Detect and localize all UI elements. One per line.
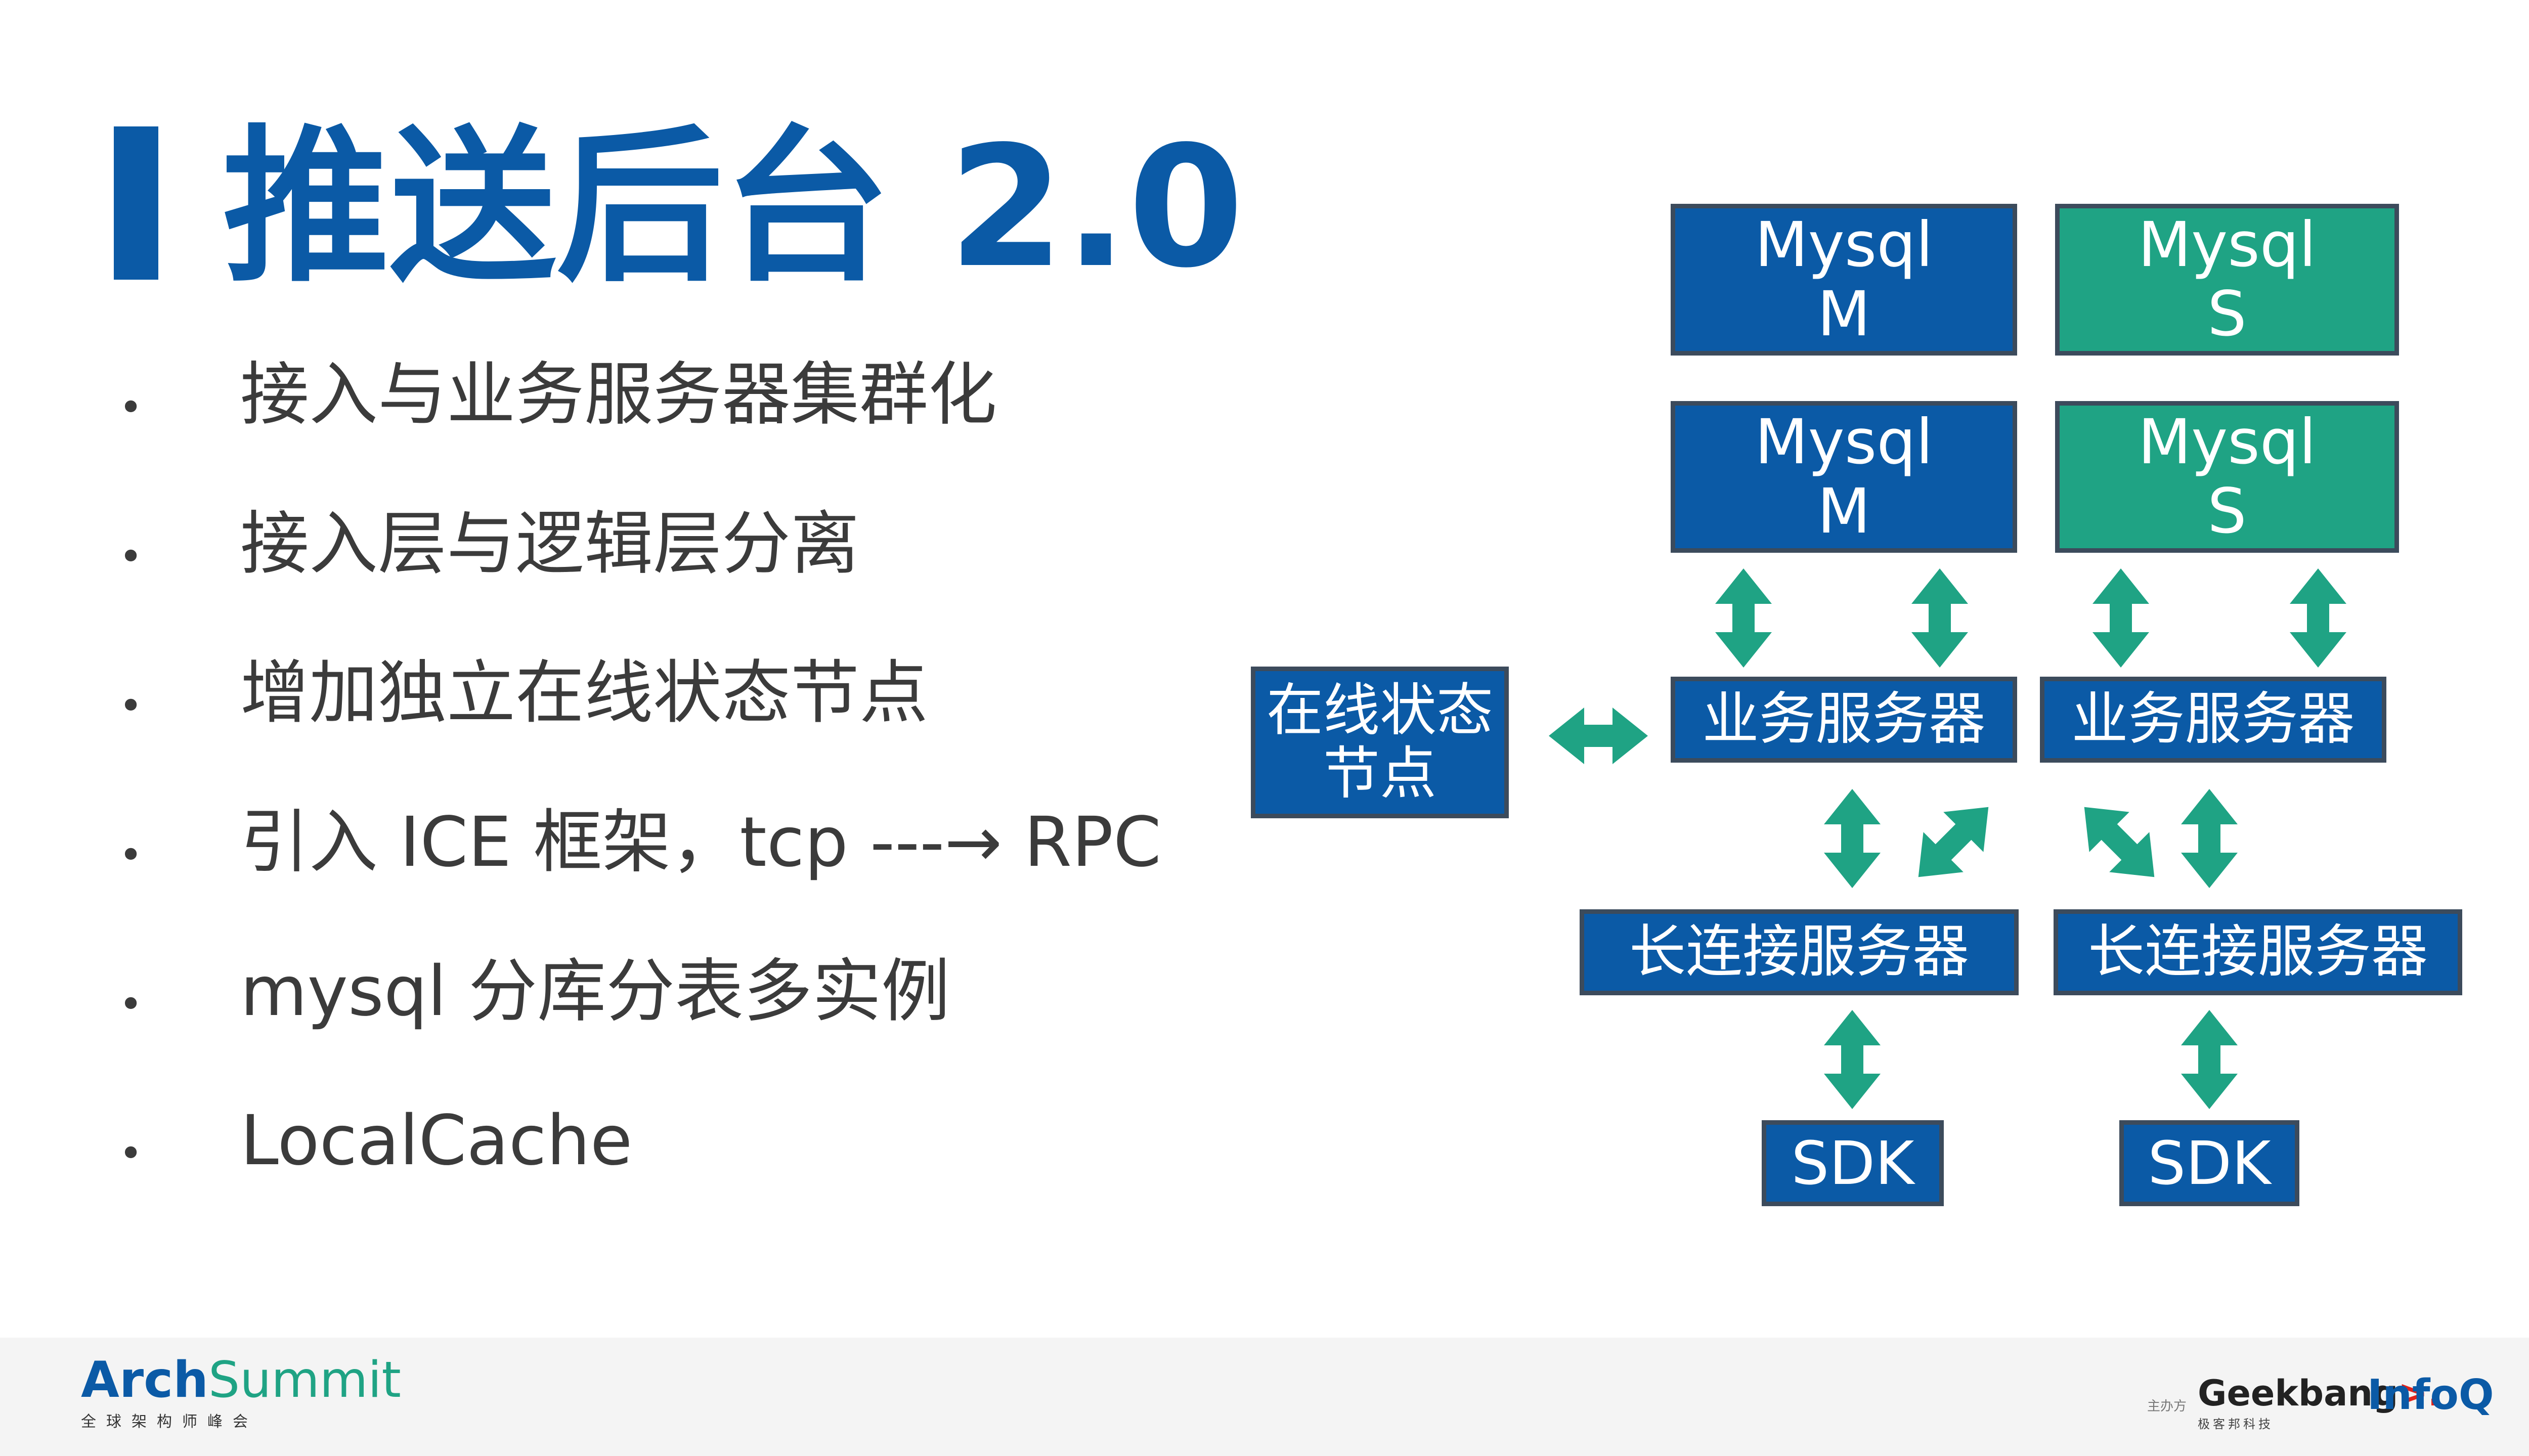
box-line: 节点 bbox=[1323, 741, 1436, 807]
logo-subtitle-geekbang: 极客邦科技 bbox=[2198, 1417, 2274, 1431]
mysql-slave-box-bottom: Mysql S bbox=[2055, 401, 2399, 553]
mysql-master-box-top: Mysql M bbox=[1671, 204, 2017, 356]
arrow-mysql-m-biz-left bbox=[1715, 568, 1772, 668]
online-status-node-box: 在线状态 节点 bbox=[1251, 667, 1509, 818]
bullet-marker: • bbox=[119, 1130, 143, 1177]
box-label: SDK bbox=[2148, 1128, 2271, 1198]
bullet-text: mysql 分库分表多实例 bbox=[240, 952, 950, 1032]
bullet-marker: • bbox=[119, 831, 143, 878]
box-line: Mysql bbox=[2138, 209, 2317, 281]
arrow-biz1-conn2-diagonal bbox=[1898, 787, 2009, 897]
box-line: Mysql bbox=[2138, 406, 2317, 478]
logo-text-summit: Summit bbox=[208, 1351, 401, 1409]
sdk-box-1: SDK bbox=[1762, 1120, 1944, 1206]
logo-text-geekbang-mark: >. bbox=[2398, 1373, 2441, 1414]
logo-text-arch: Arch bbox=[81, 1351, 209, 1409]
biz-server-box-1: 业务服务器 bbox=[1671, 677, 2017, 763]
bullet-marker: • bbox=[119, 682, 143, 729]
bullet-text: 增加独立在线状态节点 bbox=[240, 653, 928, 733]
bullet-text: LocalCache bbox=[240, 1101, 633, 1181]
mysql-master-box-bottom: Mysql M bbox=[1671, 401, 2017, 553]
sdk-box-2: SDK bbox=[2119, 1120, 2299, 1206]
page-title: 推送后台 2.0 bbox=[223, 110, 1244, 304]
archsummit-logo: ArchSummit 全球架构师峰会 bbox=[81, 1355, 401, 1431]
box-label: 业务服务器 bbox=[2071, 686, 2355, 753]
arrow-conn2-sdk2 bbox=[2181, 1010, 2238, 1109]
box-line: S bbox=[2207, 475, 2247, 547]
arrow-biz1-conn1 bbox=[1824, 789, 1881, 888]
arrow-status-biz bbox=[1549, 708, 1648, 764]
box-line: M bbox=[1817, 278, 1871, 350]
box-line: 在线状态 bbox=[1267, 677, 1493, 743]
mysql-slave-box-top: Mysql S bbox=[2055, 204, 2399, 356]
title-accent-bar bbox=[114, 126, 158, 280]
bullet-text: 接入层与逻辑层分离 bbox=[240, 504, 859, 584]
box-label: 长连接服务器 bbox=[2088, 919, 2428, 985]
arrow-mysql-s-biz-right bbox=[2290, 568, 2346, 668]
arrow-biz2-conn1-diagonal bbox=[2064, 787, 2174, 897]
conn-server-box-2: 长连接服务器 bbox=[2054, 909, 2462, 995]
box-label: 长连接服务器 bbox=[1629, 919, 1969, 985]
bullet-marker: • bbox=[119, 981, 143, 1028]
biz-server-box-2: 业务服务器 bbox=[2040, 677, 2386, 763]
infoq-logo: InfoQ bbox=[2367, 1371, 2494, 1419]
bullet-marker: • bbox=[119, 533, 143, 580]
sponsor-label: 主办方 bbox=[2147, 1399, 2187, 1414]
box-line: Mysql bbox=[1755, 209, 1933, 281]
box-label: SDK bbox=[1791, 1128, 1914, 1198]
conn-server-box-1: 长连接服务器 bbox=[1580, 909, 2019, 995]
box-line: M bbox=[1817, 475, 1871, 547]
footer-bar bbox=[0, 1338, 2529, 1456]
bullet-marker: • bbox=[119, 384, 143, 431]
bullet-text: 接入与业务服务器集群化 bbox=[240, 355, 997, 435]
geekbang-logo: Geekbang>. 极客邦科技 bbox=[2198, 1376, 2441, 1432]
box-line: Mysql bbox=[1755, 406, 1933, 478]
bullet-text: 引入 ICE 框架，tcp ---→ RPC bbox=[240, 803, 1161, 883]
box-label: 业务服务器 bbox=[1702, 686, 1986, 753]
box-line: S bbox=[2207, 278, 2247, 350]
arrow-mysql-s-biz-left bbox=[2092, 568, 2149, 668]
arrow-mysql-m-biz-right bbox=[1911, 568, 1968, 668]
logo-subtitle: 全球架构师峰会 bbox=[81, 1413, 258, 1431]
arrow-biz2-conn2 bbox=[2181, 789, 2238, 888]
logo-text-geekbang: Geekbang bbox=[2198, 1373, 2399, 1414]
arrow-conn1-sdk1 bbox=[1824, 1010, 1881, 1109]
